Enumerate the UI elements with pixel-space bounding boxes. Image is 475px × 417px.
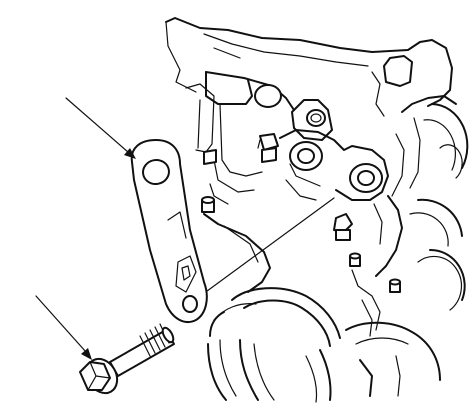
bracket [130, 139, 208, 323]
leader-line-bolt [35, 295, 92, 360]
crankshaft-pulley [207, 287, 441, 403]
leader-line-bracket [65, 97, 136, 159]
alignment-line [187, 197, 335, 306]
engine-block [165, 17, 469, 337]
flange-bolt [79, 323, 175, 395]
